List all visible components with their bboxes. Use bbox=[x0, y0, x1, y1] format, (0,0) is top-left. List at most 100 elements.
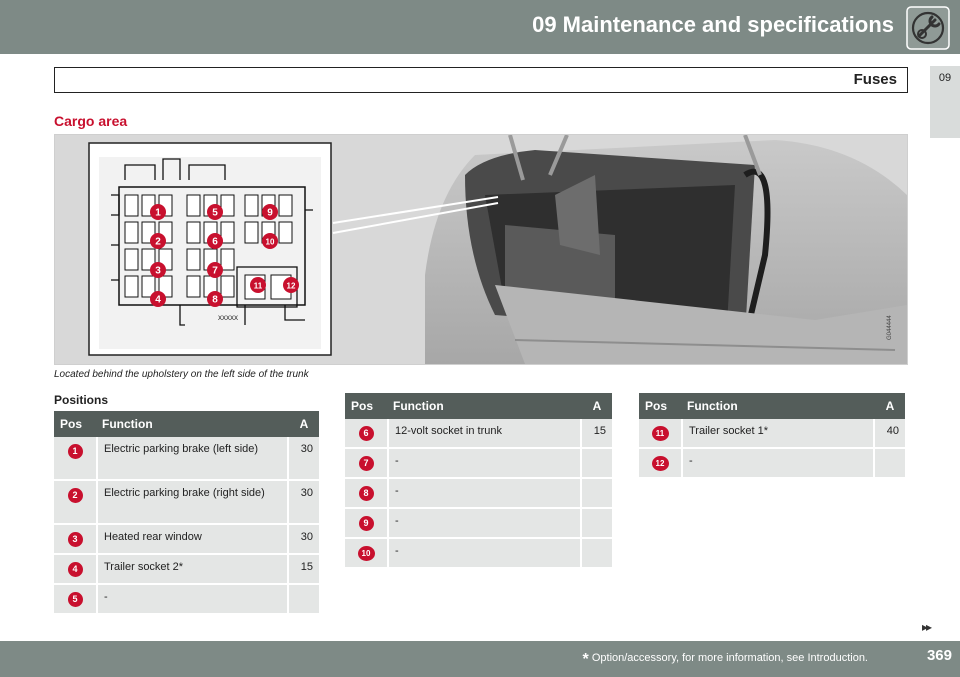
fuse-slot bbox=[186, 275, 201, 298]
col-header-function: Function bbox=[96, 411, 289, 437]
function-cell: 12-volt socket in trunk bbox=[387, 419, 582, 449]
pos-badge: 11 bbox=[651, 426, 669, 441]
col-header-pos: Pos bbox=[639, 393, 681, 419]
fuse-slot bbox=[244, 221, 259, 244]
amps-cell bbox=[582, 449, 612, 479]
table-row: 8 - bbox=[345, 479, 612, 509]
fuse-slot bbox=[124, 194, 139, 217]
fuse-slot bbox=[220, 194, 235, 217]
fuse-slot-grid bbox=[124, 194, 293, 300]
chapter-header: 09 Maintenance and specifications bbox=[0, 0, 960, 54]
page-footer: * Option/accessory, for more information… bbox=[0, 641, 960, 677]
callout-number: 2 bbox=[155, 237, 161, 248]
table-row: 10 - bbox=[345, 539, 612, 569]
amps-cell: 15 bbox=[289, 555, 319, 585]
callout-number: 1 bbox=[155, 208, 161, 219]
col-header-amps: A bbox=[289, 411, 319, 437]
fuse-slot bbox=[278, 221, 293, 244]
pos-cell: 6 bbox=[345, 419, 387, 449]
page-number: 369 bbox=[926, 647, 952, 664]
footnote: * Option/accessory, for more information… bbox=[583, 651, 868, 669]
footnote-asterisk: * bbox=[582, 651, 589, 668]
function-cell: Heated rear window bbox=[96, 525, 289, 555]
pos-cell: 8 bbox=[345, 479, 387, 509]
amps-cell bbox=[289, 585, 319, 615]
pos-badge: 7 bbox=[358, 456, 374, 471]
wrench-gear-icon bbox=[906, 6, 950, 50]
chapter-side-tab[interactable]: 09 bbox=[930, 66, 960, 138]
callout-marker bbox=[150, 291, 166, 307]
function-cell: - bbox=[387, 539, 582, 569]
table-header-row: Pos Function A bbox=[54, 411, 319, 437]
table-row: 7 - bbox=[345, 449, 612, 479]
callout-number: 4 bbox=[155, 295, 161, 306]
fuse-slot bbox=[124, 275, 139, 298]
callout-marker bbox=[207, 233, 223, 249]
table-header-row: Pos Function A bbox=[345, 393, 612, 419]
pos-cell: 7 bbox=[345, 449, 387, 479]
fuse-slot bbox=[186, 248, 201, 271]
fuse-slot bbox=[278, 194, 293, 217]
table-row: 9 - bbox=[345, 509, 612, 539]
pos-badge: 12 bbox=[651, 456, 669, 471]
pos-badge: 1 bbox=[67, 444, 83, 459]
amps-cell bbox=[582, 479, 612, 509]
table-row: 2 Electric parking brake (right side) 30 bbox=[54, 481, 319, 525]
pos-badge: 3 bbox=[67, 532, 83, 547]
table-row: 4 Trailer socket 2* 15 bbox=[54, 555, 319, 585]
col-header-function: Function bbox=[681, 393, 875, 419]
fuse-box-label: XXXXX bbox=[218, 316, 238, 322]
function-cell: Electric parking brake (left side) bbox=[96, 437, 289, 481]
table-row: 5 - bbox=[54, 585, 319, 615]
callout-number: 6 bbox=[212, 237, 218, 248]
pos-cell: 3 bbox=[54, 525, 96, 555]
fuse-slot bbox=[186, 194, 201, 217]
function-cell: - bbox=[96, 585, 289, 615]
fuse-table-1: Pos Function A 1 Electric parking brake … bbox=[54, 411, 319, 615]
pos-badge: 6 bbox=[358, 426, 374, 441]
pos-badge: 8 bbox=[358, 486, 374, 501]
callout-marker bbox=[283, 277, 299, 293]
col-header-pos: Pos bbox=[54, 411, 96, 437]
callout-marker bbox=[250, 277, 266, 293]
callout-number: 11 bbox=[254, 282, 263, 291]
callout-number: 9 bbox=[267, 208, 273, 219]
col-header-function: Function bbox=[387, 393, 582, 419]
callout-marker bbox=[262, 233, 278, 249]
amps-cell: 30 bbox=[289, 437, 319, 481]
callout-marker bbox=[207, 262, 223, 278]
fuse-table-2: Pos Function A 6 12-volt socket in trunk… bbox=[345, 393, 612, 569]
function-cell: - bbox=[387, 449, 582, 479]
table-row: 12 - bbox=[639, 449, 905, 479]
fuse-slot bbox=[244, 194, 259, 217]
amps-cell: 30 bbox=[289, 481, 319, 525]
callout-marker bbox=[150, 233, 166, 249]
table-row: 6 12-volt socket in trunk 15 bbox=[345, 419, 612, 449]
pos-cell: 12 bbox=[639, 449, 681, 479]
pos-cell: 5 bbox=[54, 585, 96, 615]
pos-cell: 11 bbox=[639, 419, 681, 449]
pos-badge: 10 bbox=[357, 546, 375, 561]
amps-cell: 30 bbox=[289, 525, 319, 555]
callout-number: 12 bbox=[287, 282, 296, 291]
side-tab-number: 09 bbox=[938, 72, 952, 84]
function-cell: Trailer socket 2* bbox=[96, 555, 289, 585]
callout-number: 3 bbox=[155, 266, 161, 277]
footnote-text: Option/accessory, for more information, … bbox=[591, 652, 868, 664]
fuse-slot bbox=[186, 221, 201, 244]
table-row: 1 Electric parking brake (left side) 30 bbox=[54, 437, 319, 481]
callout-number: 5 bbox=[212, 208, 218, 219]
fuse-slot bbox=[124, 221, 139, 244]
figure-code: G044444 bbox=[887, 315, 893, 340]
pos-badge: 9 bbox=[358, 516, 374, 531]
trunk-side-panel bbox=[555, 175, 600, 255]
function-cell: Trailer socket 1* bbox=[681, 419, 875, 449]
double-chevron-right-icon[interactable]: ▸▸ bbox=[922, 620, 932, 634]
callout-marker bbox=[262, 204, 278, 220]
amps-cell bbox=[582, 509, 612, 539]
col-header-amps: A bbox=[875, 393, 905, 419]
fuse-slot bbox=[141, 275, 156, 298]
function-cell: - bbox=[387, 509, 582, 539]
